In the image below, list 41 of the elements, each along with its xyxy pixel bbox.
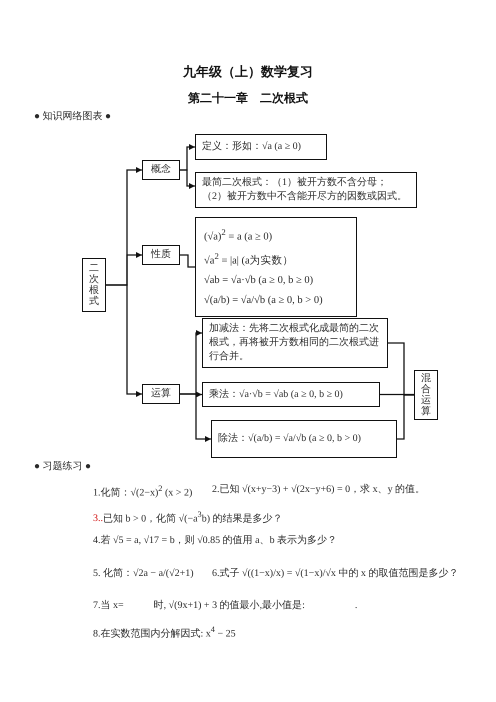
category-box [142, 160, 180, 180]
exercise-text: 2.已知 √(x+y−3) + √(2x−y+6) = 0，求 x、y 的值。 [212, 484, 426, 496]
formula-text: √ab = √a·√b (a ≥ 0, b ≥ 0) [204, 274, 314, 288]
summary-box [414, 370, 438, 420]
node-text: 乘法：√a·√b = √ab (a ≥ 0, b ≥ 0) [209, 388, 343, 402]
section-heading: ● 习题练习 ● [34, 461, 92, 474]
page-title: 九年级（上）数学复习 [183, 64, 313, 80]
node-text: 混合运算 [421, 373, 431, 417]
exercise-text: 6.式子 √((1−x)/x) = √(1−x)/√x 中的 x 的取值范围是多少？ [212, 568, 458, 580]
chapter-heading: 第二十一章 二次根式 [188, 91, 308, 106]
node-text: 定义：形如：√a (a ≥ 0) [202, 140, 302, 154]
node-text: 二次根式 [89, 263, 99, 307]
exercise-text: 8.在实数范围内分解因式: x$^{4}$ − 25 [93, 625, 236, 641]
category-box [142, 245, 180, 265]
section-heading: ● 知识网络图表 ● [34, 111, 112, 124]
node-text: 除法：√(a/b) = √a/√b (a ≥ 0, b > 0) [218, 432, 361, 446]
formula-text: √a$^{2}$ = |a| (a为实数） [204, 250, 294, 268]
definition-box [195, 172, 417, 208]
connector-line [380, 394, 414, 396]
exercise-text: 5. 化简：√2a − a/(√2+1) [93, 568, 194, 580]
exercise-text: 3..已知 b > 0，化简 √(−a$^{3}$b) 的结果是多少？ [93, 510, 283, 526]
connector-arrow [180, 169, 195, 189]
exercise-text: 1.化简：√(2−x)$^{2}$ (x > 2) [93, 484, 192, 500]
node-text: 加减法：先将二次根式化成最简的二次根式，再将被开方数相同的二次根式进行合并。 [209, 322, 380, 364]
formula-box [195, 217, 357, 317]
node-text: 性质 [151, 248, 171, 262]
connector-line [397, 394, 414, 440]
exercise-text: 7.当 x= 时, √(9x+1) + 3 的值最小,最小值是: . [93, 600, 358, 612]
exercise-text: 4.若 √5 = a, √17 = b，则 √0.85 的值用 a、b 表示为多少？ [93, 535, 338, 548]
node-text: 运算 [151, 387, 171, 401]
formula-text: (√a)$^{2}$ = a (a ≥ 0) [204, 226, 272, 244]
connector-arrow [106, 284, 142, 397]
node-text: （2）被开方数中不含能开尽方的因数或因式。 [202, 190, 407, 204]
category-box [142, 384, 180, 404]
formula-text: √(a/b) = √a/√b (a ≥ 0, b > 0) [204, 294, 323, 308]
node-text: 概念 [151, 163, 171, 177]
connector-arrow [180, 393, 211, 442]
connector-line [180, 254, 195, 268]
topic-box [82, 258, 106, 312]
node-text: 最简二次根式：（1）被开方数不含分母； [202, 176, 387, 190]
definition-box [195, 134, 327, 160]
